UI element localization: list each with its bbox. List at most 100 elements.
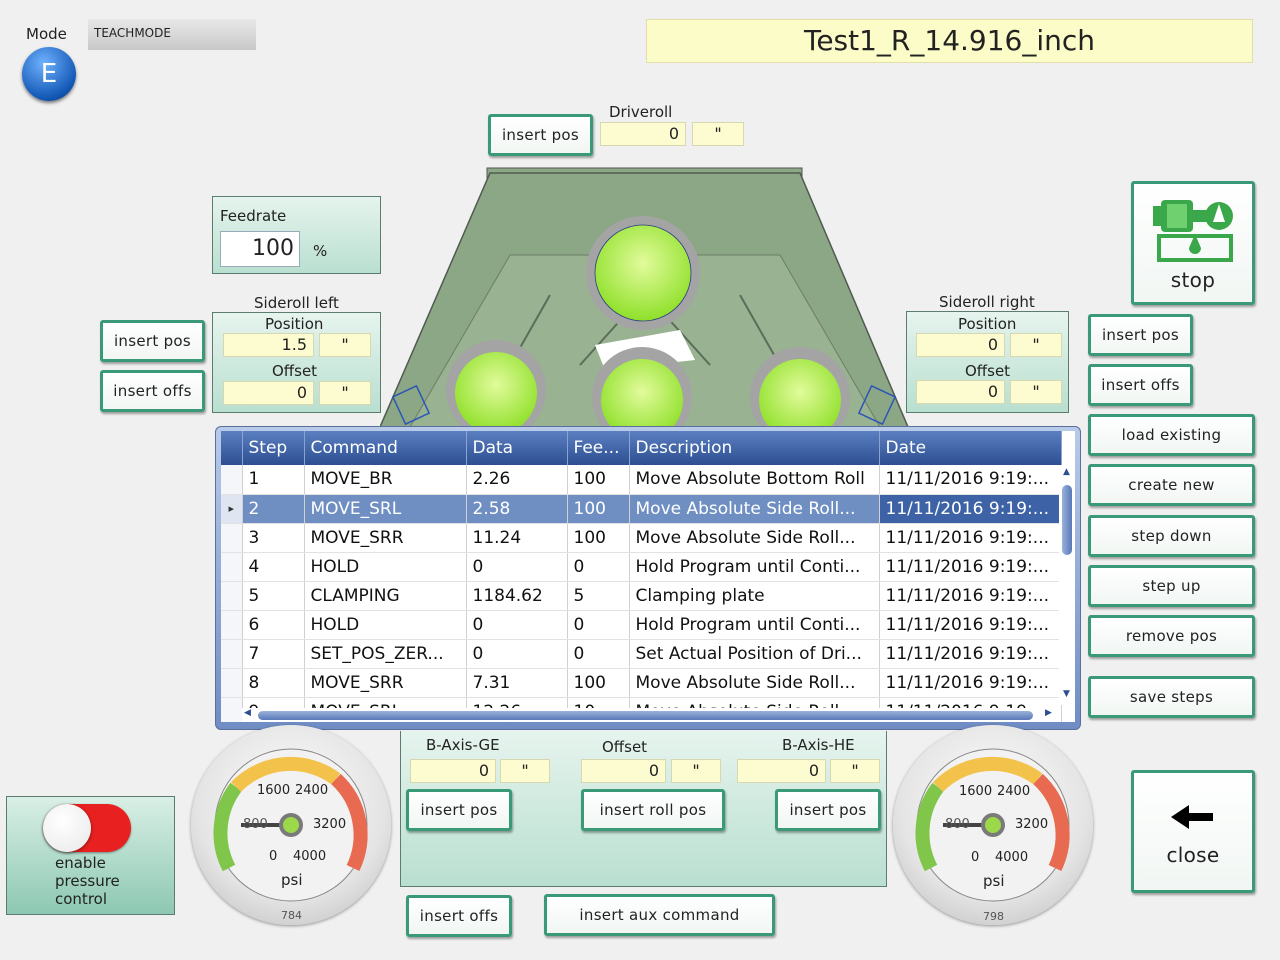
cell-step[interactable]: 5 xyxy=(242,581,305,611)
cell-description[interactable]: Set Actual Position of Dri... xyxy=(629,639,880,669)
column-header-step[interactable]: Step xyxy=(242,431,305,465)
create-new-button[interactable]: create new xyxy=(1088,464,1255,506)
baxis-ge-value[interactable]: 0 xyxy=(410,759,496,783)
column-header-date[interactable]: Date xyxy=(879,431,1062,465)
cell-date[interactable]: 11/11/2016 9:19:... xyxy=(879,581,1062,611)
cell-step[interactable]: 8 xyxy=(242,668,305,698)
table-vertical-scroll-thumb[interactable] xyxy=(1062,485,1072,555)
cell-command[interactable]: MOVE_BR xyxy=(304,465,467,495)
cell-command[interactable]: MOVE_SRR xyxy=(304,668,467,698)
sideroll-right-position-value[interactable]: 0 xyxy=(916,333,1005,357)
row-header[interactable] xyxy=(221,465,243,495)
cell-step[interactable]: 2 xyxy=(242,494,305,524)
scroll-left-arrow-icon[interactable]: ◀ xyxy=(244,708,251,718)
cell-description[interactable]: Move Absolute Side Roll... xyxy=(629,523,880,553)
baxis-ge-insert-pos-button[interactable]: insert pos xyxy=(406,789,512,831)
row-header[interactable] xyxy=(221,552,243,582)
cell-data[interactable]: 0 xyxy=(466,610,568,640)
stop-button[interactable]: stop xyxy=(1131,181,1255,305)
cell-date[interactable]: 11/11/2016 9:19:... xyxy=(879,639,1062,669)
cell-description[interactable]: Hold Program until Conti... xyxy=(629,552,880,582)
cell-data[interactable]: 2.26 xyxy=(466,465,568,495)
column-header-data[interactable]: Data xyxy=(466,431,568,465)
cell-date[interactable]: 11/11/2016 9:19:... xyxy=(879,610,1062,640)
cell-date[interactable]: 11/11/2016 9:19:... xyxy=(879,552,1062,582)
row-header[interactable] xyxy=(221,610,243,640)
table-vertical-scrollbar[interactable]: ▲ ▼ xyxy=(1059,465,1075,705)
baxis-offset-value[interactable]: 0 xyxy=(581,759,666,783)
cell-data[interactable]: 0 xyxy=(466,639,568,669)
row-header[interactable] xyxy=(221,639,243,669)
cell-description[interactable]: Hold Program until Conti... xyxy=(629,610,880,640)
baxis-he-insert-pos-button[interactable]: insert pos xyxy=(775,789,881,831)
cell-command[interactable]: SET_POS_ZER... xyxy=(304,639,467,669)
insert-aux-command-button[interactable]: insert aux command xyxy=(544,894,775,936)
row-header[interactable]: ▸ xyxy=(221,494,243,524)
table-horizontal-scroll-thumb[interactable] xyxy=(258,711,1033,720)
cell-step[interactable]: 1 xyxy=(242,465,305,495)
column-header-command[interactable]: Command xyxy=(304,431,467,465)
insert-roll-pos-button[interactable]: insert roll pos xyxy=(581,789,725,831)
step-down-button[interactable]: step down xyxy=(1088,515,1255,557)
cell-data[interactable]: 2.58 xyxy=(466,494,568,524)
row-header[interactable] xyxy=(221,697,243,722)
row-header[interactable] xyxy=(221,668,243,698)
cell-command[interactable]: HOLD xyxy=(304,610,467,640)
remove-pos-button[interactable]: remove pos xyxy=(1088,615,1255,657)
cell-feed[interactable]: 100 xyxy=(567,523,630,553)
cell-feed[interactable]: 5 xyxy=(567,581,630,611)
cell-step[interactable]: 4 xyxy=(242,552,305,582)
pressure-control-toggle[interactable] xyxy=(43,804,131,852)
save-steps-button[interactable]: save steps xyxy=(1088,676,1255,718)
cell-date[interactable]: 11/11/2016 9:19:... xyxy=(879,668,1062,698)
mode-indicator[interactable]: E xyxy=(22,47,76,101)
baxis-he-value[interactable]: 0 xyxy=(737,759,826,783)
sideroll-right-insert-offs-button[interactable]: insert offs xyxy=(1088,364,1193,406)
cell-date[interactable]: 11/11/2016 9:19:... xyxy=(879,465,1062,495)
scroll-down-arrow-icon[interactable]: ▼ xyxy=(1063,689,1070,699)
load-existing-button[interactable]: load existing xyxy=(1088,414,1255,456)
cell-data[interactable]: 11.24 xyxy=(466,523,568,553)
sideroll-left-position-value[interactable]: 1.5 xyxy=(223,333,314,357)
cell-feed[interactable]: 0 xyxy=(567,610,630,640)
cell-feed[interactable]: 100 xyxy=(567,668,630,698)
sideroll-left-insert-pos-button[interactable]: insert pos xyxy=(100,320,205,362)
cell-date[interactable]: 11/11/2016 9:19:... xyxy=(879,494,1062,524)
cell-command[interactable]: MOVE_SRL xyxy=(304,494,467,524)
step-up-button[interactable]: step up xyxy=(1088,565,1255,607)
column-header-description[interactable]: Description xyxy=(629,431,880,465)
cell-feed[interactable]: 100 xyxy=(567,465,630,495)
cell-step[interactable]: 3 xyxy=(242,523,305,553)
driveroll-insert-pos-button[interactable]: insert pos xyxy=(488,114,593,156)
feedrate-input[interactable]: 100 xyxy=(220,231,300,267)
cell-description[interactable]: Move Absolute Bottom Roll xyxy=(629,465,880,495)
insert-offs-bottom-button[interactable]: insert offs xyxy=(406,895,512,937)
table-horizontal-scrollbar[interactable]: ◀ ▶ xyxy=(242,708,1059,722)
cell-feed[interactable]: 100 xyxy=(567,494,630,524)
sideroll-left-insert-offs-button[interactable]: insert offs xyxy=(100,370,205,412)
cell-description[interactable]: Move Absolute Side Roll... xyxy=(629,494,880,524)
driveroll-value[interactable]: 0 xyxy=(600,122,686,146)
cell-command[interactable]: MOVE_SRR xyxy=(304,523,467,553)
cell-data[interactable]: 7.31 xyxy=(466,668,568,698)
cell-step[interactable]: 7 xyxy=(242,639,305,669)
cell-data[interactable]: 1184.62 xyxy=(466,581,568,611)
cell-feed[interactable]: 0 xyxy=(567,639,630,669)
cell-data[interactable]: 0 xyxy=(466,552,568,582)
cell-description[interactable]: Clamping plate xyxy=(629,581,880,611)
sideroll-right-insert-pos-button[interactable]: insert pos xyxy=(1088,314,1193,356)
row-header[interactable] xyxy=(221,581,243,611)
cell-command[interactable]: CLAMPING xyxy=(304,581,467,611)
scroll-right-arrow-icon[interactable]: ▶ xyxy=(1045,708,1052,718)
cell-description[interactable]: Move Absolute Side Roll... xyxy=(629,668,880,698)
cell-command[interactable]: HOLD xyxy=(304,552,467,582)
cell-date[interactable]: 11/11/2016 9:19:... xyxy=(879,523,1062,553)
